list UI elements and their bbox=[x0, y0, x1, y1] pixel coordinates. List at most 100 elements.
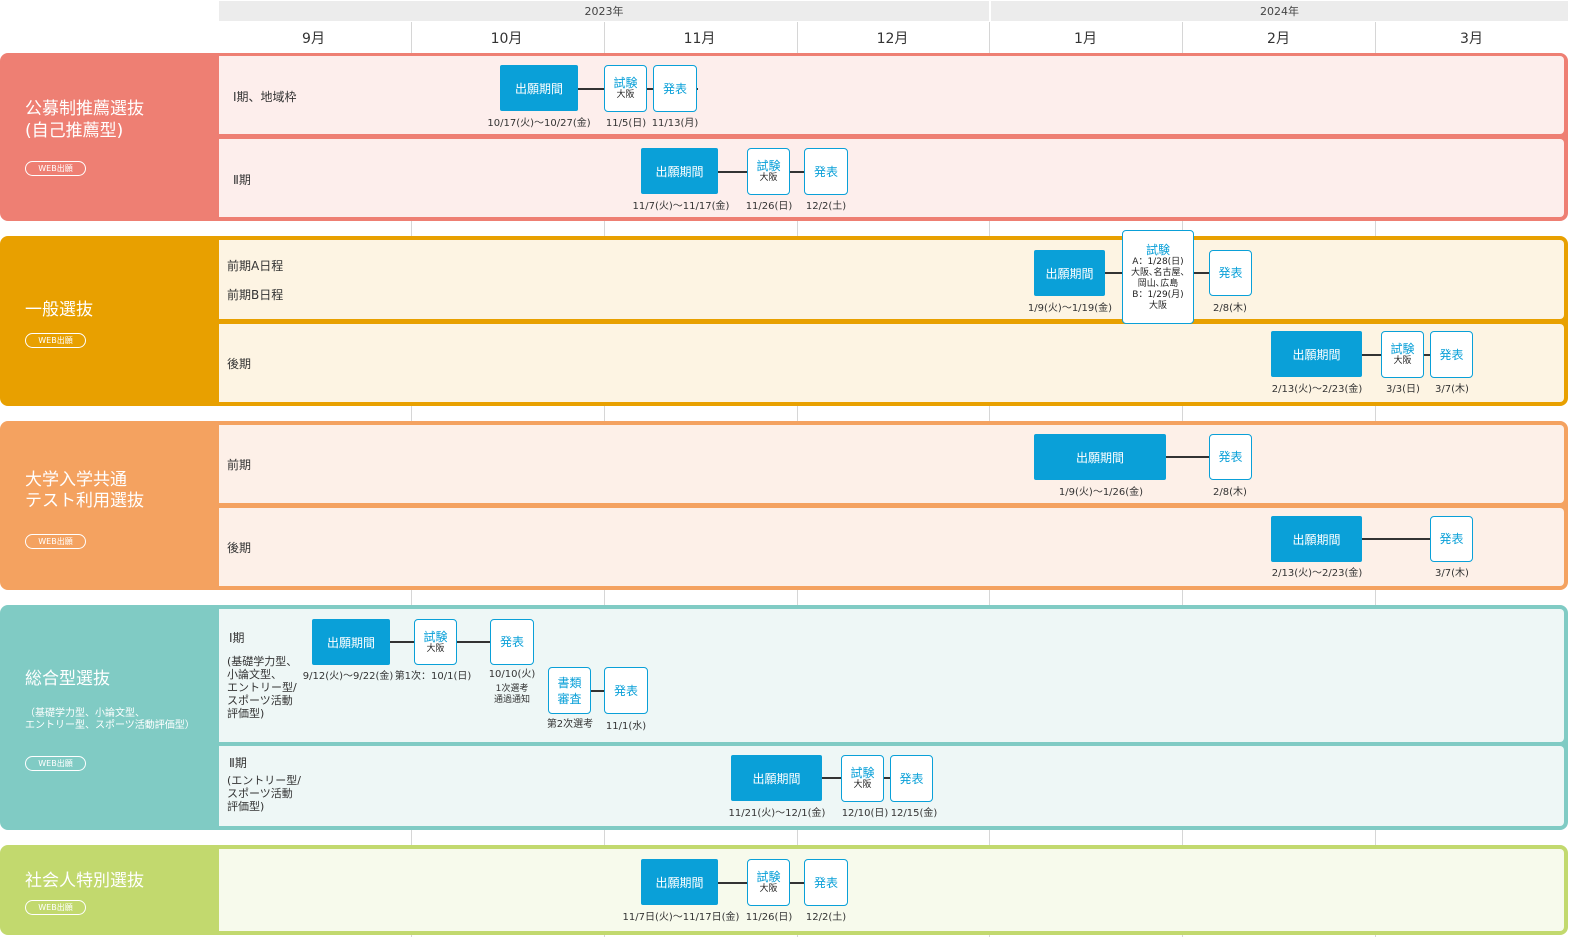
date-label: 11/1(水) bbox=[605, 721, 647, 732]
exam-location: 大阪 bbox=[1393, 356, 1412, 366]
row-kyotsu-1 bbox=[219, 425, 1564, 503]
month-label: 11月 bbox=[683, 31, 716, 47]
application-period-box: 出願期間 bbox=[641, 859, 718, 905]
month-label: 12月 bbox=[876, 31, 909, 47]
row-label: Ⅱ期 bbox=[233, 173, 251, 187]
month-label: 10月 bbox=[490, 31, 523, 47]
announcement-label: 発表 bbox=[499, 635, 524, 649]
exam-box: 試験大阪 bbox=[841, 755, 884, 802]
date-label: 10/17(火)〜10/27(金) bbox=[487, 118, 591, 129]
date-label: 11/5(日) bbox=[605, 118, 647, 129]
application-period-box: 出願期間 bbox=[1034, 434, 1166, 480]
announcement-box: 発表 bbox=[1209, 250, 1252, 296]
exam-box: 試験大阪 bbox=[747, 859, 790, 906]
web-application-badge[interactable]: WEB出願 bbox=[25, 756, 86, 771]
month-label: 2月 bbox=[1267, 31, 1290, 47]
date-label: 11/7(火)〜11/17(金) bbox=[632, 201, 730, 212]
announcement-box: 発表 bbox=[1430, 331, 1473, 378]
category-name: 一般選抜 bbox=[25, 300, 93, 320]
date-label: 3/3(日) bbox=[1386, 384, 1420, 395]
exam-label: 試験 bbox=[423, 629, 448, 644]
row-label: 後期 bbox=[227, 357, 252, 371]
date-label: 1/9(火)〜1/26(金) bbox=[1058, 487, 1144, 498]
web-application-badge[interactable]: WEB出願 bbox=[25, 900, 86, 915]
year-2024-label: 2024年 bbox=[1260, 5, 1299, 18]
date-label: 第2次選考 bbox=[546, 719, 594, 730]
month-label: 9月 bbox=[302, 31, 325, 47]
timeline-connector bbox=[1362, 538, 1432, 540]
date-label: 2/13(火)〜2/23(金) bbox=[1271, 568, 1363, 579]
date-label: 第1次：10/1(日) bbox=[394, 671, 472, 682]
date-label: 12/15(金) bbox=[890, 808, 938, 819]
date-label: 11/26(日) bbox=[745, 912, 793, 923]
category-name: 総合型選抜 bbox=[25, 669, 110, 689]
row-label: 前期A日程 bbox=[227, 259, 284, 273]
announcement-box: 発表 bbox=[804, 859, 848, 906]
date-label: 2/8(木) bbox=[1213, 303, 1247, 314]
exam-label: 試験 bbox=[756, 870, 781, 884]
exam-location: 大阪 bbox=[616, 90, 635, 100]
exam-box: 試験大阪 bbox=[604, 65, 647, 112]
date-label: 12/2(土) bbox=[805, 201, 847, 212]
year-2024-bar: 2024年 bbox=[991, 1, 1568, 21]
date-label: 11/7日(火)〜11/17日(金) bbox=[622, 912, 740, 923]
row-label: 後期 bbox=[227, 541, 252, 555]
exam-location: 大阪 bbox=[759, 884, 778, 894]
announcement-box: 発表 bbox=[890, 755, 933, 802]
application-period-box: 出願期間 bbox=[1034, 250, 1105, 296]
date-label: 12/10(日) bbox=[841, 808, 889, 819]
category-name: 公募制推薦選抜 (自己推薦型) bbox=[25, 99, 144, 141]
application-period-box: 出願期間 bbox=[500, 65, 578, 111]
note-label: 1次選考 通過通知 bbox=[493, 684, 530, 705]
row-label: Ⅰ期、地域枠 bbox=[233, 90, 297, 104]
row-ippan-1 bbox=[219, 240, 1564, 319]
announcement-label: 発表 bbox=[1439, 347, 1464, 362]
announcement-box: 発表 bbox=[1209, 434, 1252, 480]
date-label: 11/21(火)〜12/1(金) bbox=[728, 808, 826, 819]
announcement-label: 発表 bbox=[1439, 532, 1464, 546]
announcement-label: 発表 bbox=[813, 164, 838, 179]
category-label: 大学入学共通 テスト利用選抜 WEB出願 bbox=[3, 424, 220, 587]
exam-label: 試験 bbox=[613, 76, 638, 90]
web-application-badge[interactable]: WEB出願 bbox=[25, 333, 86, 348]
category-subtitle: （基礎学力型、小論文型、 エントリー型、スポーツ活動評価型） bbox=[25, 708, 195, 731]
announcement-box: 発表 bbox=[804, 148, 848, 195]
exam-box: 試験大阪 bbox=[747, 148, 790, 195]
application-period-box: 出願期間 bbox=[1271, 331, 1362, 377]
announcement-label: 発表 bbox=[613, 683, 638, 698]
row-shakaijin-1 bbox=[219, 849, 1564, 931]
category-label: 公募制推薦選抜 (自己推薦型) WEB出願 bbox=[3, 56, 220, 218]
announcement-label: 発表 bbox=[813, 875, 838, 890]
month-label: 3月 bbox=[1460, 31, 1483, 47]
row-label: Ⅱ期 bbox=[229, 756, 247, 770]
exam-location: 大阪 bbox=[759, 173, 778, 183]
announcement-label: 発表 bbox=[899, 771, 924, 786]
announcement-label: 発表 bbox=[1218, 450, 1243, 464]
announcement-box: 発表 bbox=[1430, 516, 1473, 562]
date-label: 12/2(土) bbox=[805, 912, 847, 923]
timeline-connector bbox=[1166, 456, 1216, 458]
exam-box: 試験大阪 bbox=[1381, 331, 1424, 378]
category-name: 大学入学共通 テスト利用選抜 bbox=[25, 470, 144, 511]
announcement-box: 発表 bbox=[604, 667, 648, 714]
web-application-badge[interactable]: WEB出願 bbox=[25, 161, 86, 176]
announcement-label: 発表 bbox=[662, 81, 687, 96]
announcement-box: 発表 bbox=[653, 65, 697, 112]
date-label: 3/7(木) bbox=[1435, 384, 1469, 395]
date-label: 11/13(月) bbox=[651, 118, 699, 129]
row-koubo-2 bbox=[219, 139, 1564, 217]
row-label: 前期 bbox=[227, 458, 252, 472]
application-period-box: 出願期間 bbox=[1271, 516, 1362, 562]
year-2023-label: 2023年 bbox=[584, 5, 624, 18]
exam-location: 大阪 bbox=[426, 643, 445, 654]
application-period-box: 出願期間 bbox=[641, 148, 718, 194]
row-label: 前期B日程 bbox=[227, 288, 284, 302]
date-label: 9/12(火)〜9/22(金) bbox=[302, 671, 394, 682]
timeline-connector bbox=[591, 690, 611, 692]
category-name: 社会人特別選抜 bbox=[25, 871, 144, 891]
exam-label: 試験 bbox=[756, 159, 781, 173]
web-application-badge[interactable]: WEB出願 bbox=[25, 534, 86, 549]
row-koubo-1 bbox=[219, 56, 1564, 134]
document-review-box: 書類 審査 bbox=[548, 667, 591, 714]
date-label: 2/8(木) bbox=[1213, 487, 1247, 498]
